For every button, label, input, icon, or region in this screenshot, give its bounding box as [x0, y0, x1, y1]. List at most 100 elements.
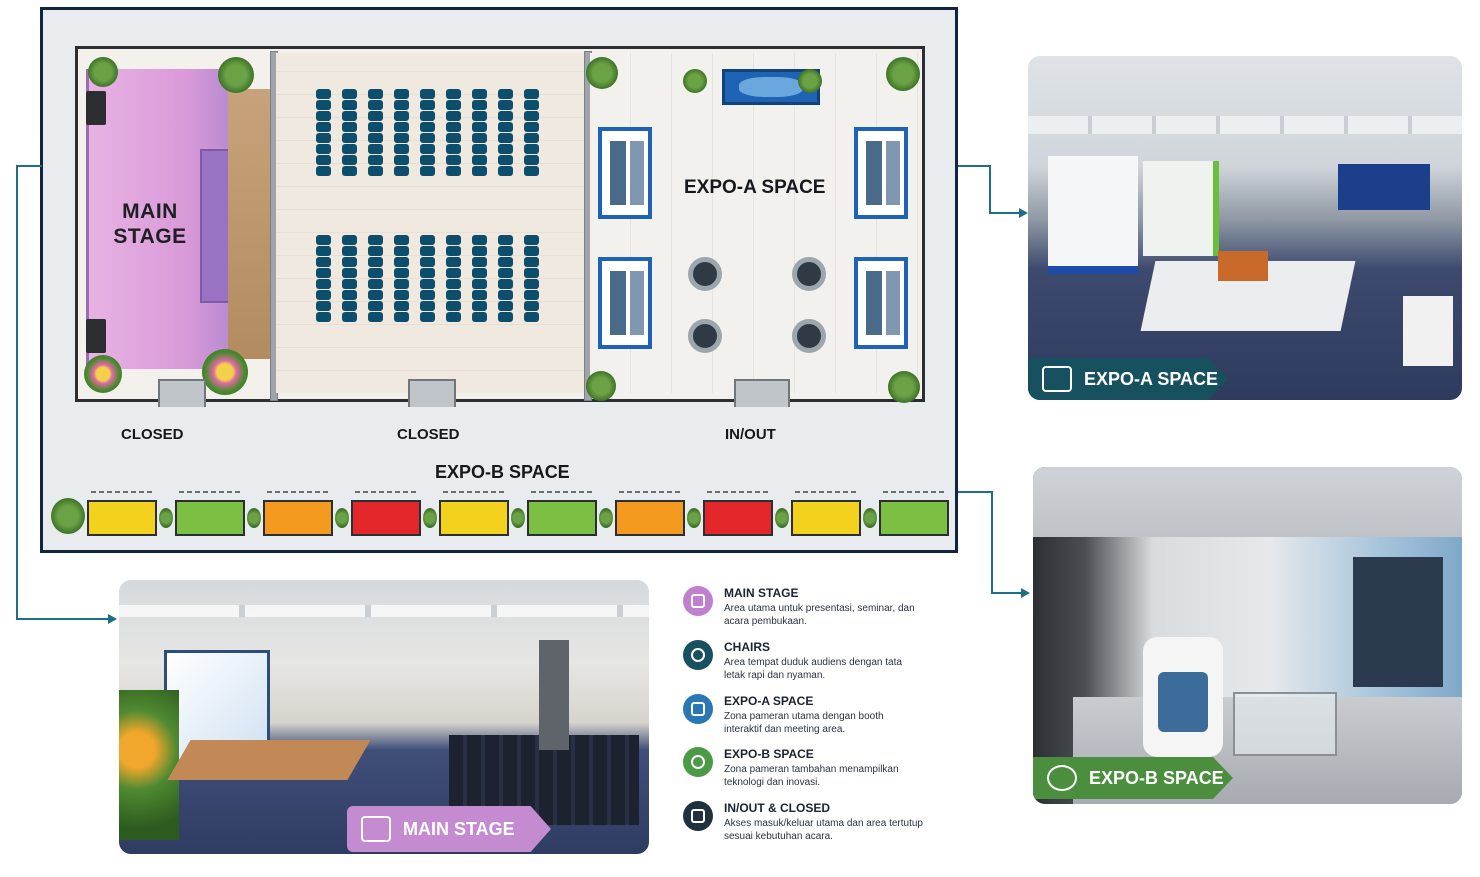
expo-b-booth[interactable] — [703, 500, 773, 536]
chair — [420, 257, 435, 267]
chair — [368, 122, 383, 132]
plant-icon — [586, 57, 618, 89]
chair — [368, 155, 383, 165]
legend-title: EXPO-A SPACE — [724, 694, 814, 708]
chair — [524, 166, 539, 176]
plant-icon — [886, 57, 920, 91]
expo-b-booth[interactable] — [791, 500, 861, 536]
chair — [368, 246, 383, 256]
chair — [472, 312, 487, 322]
chair — [524, 246, 539, 256]
door-in-out[interactable] — [734, 379, 790, 407]
chair — [394, 89, 409, 99]
technology-icon — [1047, 765, 1077, 791]
chair — [368, 301, 383, 311]
expo-b-booth[interactable] — [879, 500, 949, 536]
main-stage-ribbon-label: MAIN STAGE — [403, 818, 515, 839]
expo-b-booth[interactable] — [351, 500, 421, 536]
expo-b-ribbon-label: EXPO-B SPACE — [1089, 767, 1224, 788]
stage-ramp — [200, 149, 230, 303]
legend-description: Akses masuk/keluar utama dan area tertut… — [724, 818, 923, 842]
expo-b-booth[interactable] — [175, 500, 245, 536]
chair — [498, 301, 513, 311]
meeting-table-icon — [688, 319, 722, 353]
chair — [524, 257, 539, 267]
chairs-zone[interactable] — [276, 53, 586, 393]
expo-a-booth[interactable] — [854, 127, 908, 219]
chair — [394, 301, 409, 311]
chair — [316, 246, 331, 256]
chair — [498, 166, 513, 176]
chair — [368, 100, 383, 110]
expo-b-booth[interactable] — [527, 500, 597, 536]
chair — [446, 133, 461, 143]
chair — [420, 301, 435, 311]
chair — [368, 257, 383, 267]
expo-b-booth[interactable] — [87, 500, 157, 536]
chair — [368, 279, 383, 289]
chair — [472, 111, 487, 121]
chair — [446, 122, 461, 132]
expo-b-photo[interactable]: EXPO-B SPACE — [1033, 467, 1462, 804]
booth-marker — [619, 491, 681, 493]
plant-icon — [423, 508, 437, 528]
chair — [342, 279, 357, 289]
door-label: IN/OUT — [725, 426, 776, 443]
booth-marker — [267, 491, 329, 493]
arrow-icon — [1021, 588, 1030, 598]
chair — [420, 122, 435, 132]
expo-a-booth[interactable] — [598, 127, 652, 219]
booth-marker — [91, 491, 153, 493]
chair — [394, 155, 409, 165]
chair — [472, 144, 487, 154]
chair — [472, 166, 487, 176]
chair — [394, 166, 409, 176]
plant-icon — [798, 69, 822, 93]
main-stage-photo[interactable]: MAIN STAGE — [119, 580, 649, 854]
legend-title: CHAIRS — [724, 640, 771, 654]
chair — [316, 268, 331, 278]
chair — [524, 111, 539, 121]
chair — [524, 312, 539, 322]
chair — [368, 166, 383, 176]
floor-plan: MAIN STAGE EXPO-A SPACE — [40, 7, 958, 553]
chair — [420, 89, 435, 99]
chair — [316, 301, 331, 311]
legend-description: Area utama untuk presentasi, seminar, da… — [724, 603, 915, 627]
chair — [472, 246, 487, 256]
chair — [446, 312, 461, 322]
door-closed-1[interactable] — [158, 379, 206, 407]
plant-icon — [775, 508, 789, 528]
expo-b-booth[interactable] — [615, 500, 685, 536]
chair — [472, 133, 487, 143]
legend-description: Area tempat duduk audiens dengan tata le… — [724, 657, 902, 681]
plant-icon — [687, 508, 701, 528]
chair — [472, 235, 487, 245]
chair — [316, 144, 331, 154]
booth-icon — [683, 694, 713, 724]
expo-a-booth[interactable] — [854, 257, 908, 349]
legend-description: Zona pameran tambahan menampilkan teknol… — [724, 764, 899, 788]
main-stage-label-line-2: STAGE — [113, 225, 187, 248]
chair — [524, 144, 539, 154]
chair — [394, 100, 409, 110]
chair — [498, 279, 513, 289]
door-closed-2[interactable] — [408, 379, 456, 407]
booth-marker — [707, 491, 769, 493]
chair — [368, 268, 383, 278]
chair — [368, 133, 383, 143]
chair — [342, 133, 357, 143]
expo-b-booth[interactable] — [439, 500, 509, 536]
meeting-table-icon — [688, 257, 722, 291]
chair — [342, 144, 357, 154]
chair — [420, 235, 435, 245]
chair — [498, 111, 513, 121]
chair — [316, 166, 331, 176]
meeting-table-icon — [792, 257, 826, 291]
expo-a-booth[interactable] — [598, 257, 652, 349]
expo-a-photo[interactable]: EXPO-A SPACE — [1028, 56, 1462, 400]
chair — [342, 268, 357, 278]
expo-b-booth[interactable] — [263, 500, 333, 536]
exhibition-hall: MAIN STAGE EXPO-A SPACE — [75, 46, 925, 407]
legend-description: Zona pameran utama dengan booth interakt… — [724, 711, 884, 735]
